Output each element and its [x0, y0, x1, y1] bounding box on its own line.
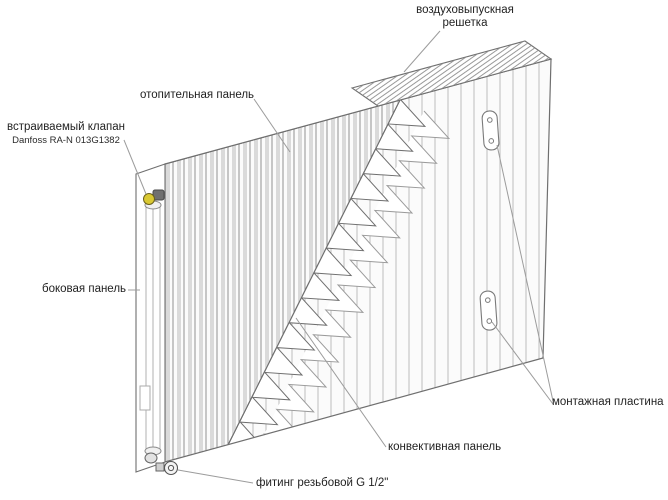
bottom-fitting-group [144, 452, 179, 476]
leader-lines [123, 30, 554, 484]
leader-line-heating-panel [253, 98, 291, 153]
label-fitting: фитинг резьбовой G 1/2" [256, 477, 389, 489]
label-air-grille: воздуховыпускная решетка [416, 4, 514, 29]
front-panel-ribs [165, 100, 400, 462]
valve-knob [143, 193, 155, 205]
label-mounting-plate: монтажная пластина [552, 396, 664, 408]
threaded-fitting [163, 460, 179, 476]
grille-hatch [352, 41, 551, 106]
label-side-panel: боковая панель [42, 283, 127, 295]
leader-line-mounting-plate-lower [491, 321, 554, 405]
bottom-fitting-body [155, 462, 165, 472]
label-convective-panel: конвективная панель [388, 441, 502, 453]
leader-line-air-grille [403, 30, 441, 73]
valve-assembly [143, 189, 165, 205]
threaded-fitting-bore [167, 464, 175, 472]
leader-line-fitting [177, 469, 254, 484]
leader-line-mounting-plate-upper [496, 144, 554, 402]
mounting-plate-lower [479, 290, 498, 331]
top-grille [350, 40, 553, 107]
leader-line-convective-panel [295, 317, 387, 448]
valve-title: встраиваемый клапан [6, 121, 125, 133]
valve-model: Danfoss RA-N 013G1382 [12, 135, 120, 146]
label-valve: встраиваемый клапан Danfoss RA-N 013G138… [4, 121, 128, 147]
leader-line-valve [123, 139, 147, 195]
side-panel [135, 163, 166, 473]
label-heating-panel: отопительная панель [140, 89, 255, 101]
label-sticker [139, 385, 151, 411]
mounting-plate-upper [481, 110, 500, 151]
radiator-body [165, 59, 551, 462]
bottom-fitting-nut [144, 452, 158, 464]
